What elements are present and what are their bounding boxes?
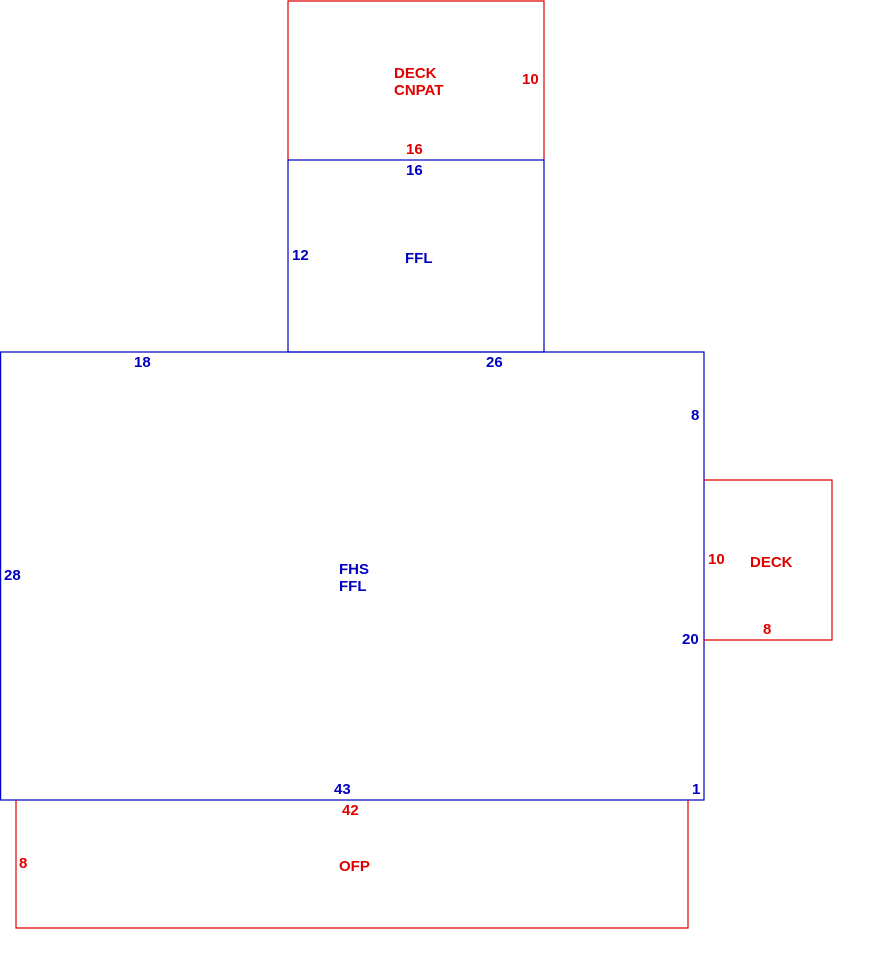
upper-ffl-label: FFL: [405, 250, 433, 267]
deck-canopy-label-line2: CNPAT: [394, 82, 443, 99]
main-left-dimension: 28: [4, 567, 21, 584]
main-right-upper-dimension: 8: [691, 407, 699, 424]
deck-canopy-side-dimension: 10: [522, 71, 539, 88]
ofp-area: OFP 42 8: [15, 800, 689, 929]
deck-canopy-outline: [287, 0, 545, 160]
main-house-label-line2: FFL: [339, 578, 367, 595]
ofp-side-dimension: 8: [19, 855, 27, 872]
ofp-top-dimension: 42: [342, 802, 359, 819]
deck-canopy-bottom-dimension: 16: [406, 141, 423, 158]
main-top-right-dimension: 26: [486, 354, 503, 371]
deck-right-outline: [704, 479, 833, 641]
deck-right-side-dimension: 10: [708, 551, 725, 568]
main-corner-dimension: 1: [692, 781, 700, 798]
main-house-area: FHS FFL 18 26 8 28 20 43 1: [0, 351, 705, 801]
upper-ffl-side-dimension: 12: [292, 247, 309, 264]
main-house-outline: [0, 351, 705, 801]
deck-right-bottom-dimension: 8: [763, 621, 771, 638]
deck-right-label: DECK: [750, 554, 793, 571]
main-right-lower-dimension: 20: [682, 631, 699, 648]
main-top-left-dimension: 18: [134, 354, 151, 371]
ofp-outline: [15, 800, 689, 929]
upper-ffl-area: FFL 16 12: [287, 159, 545, 353]
main-bottom-dimension: 43: [334, 781, 351, 798]
deck-right-area: DECK 10 8: [704, 479, 833, 641]
deck-canopy-label-line1: DECK: [394, 65, 437, 82]
deck-canopy-area: DECK CNPAT 10 16: [287, 0, 545, 160]
ofp-label: OFP: [339, 858, 370, 875]
upper-ffl-top-dimension: 16: [406, 162, 423, 179]
main-house-label-line1: FHS: [339, 561, 369, 578]
